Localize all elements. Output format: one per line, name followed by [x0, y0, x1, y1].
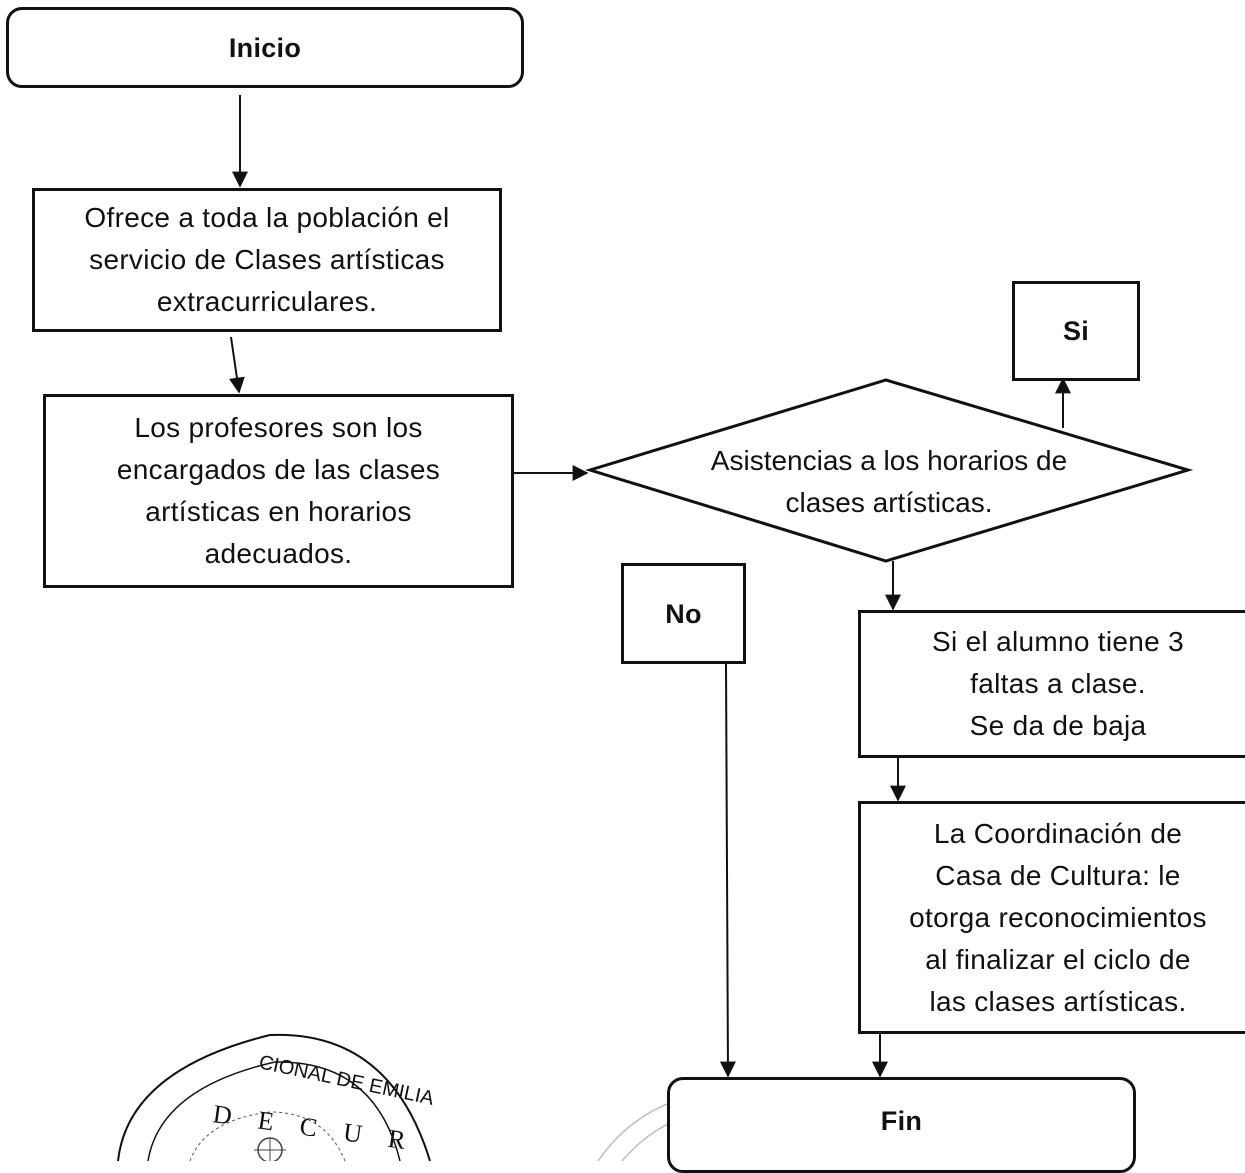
decision-diamond — [584, 378, 1194, 563]
seal-text-mid: D E C U R — [211, 1099, 417, 1156]
start-terminal: Inicio — [6, 7, 524, 88]
start-label: Inicio — [228, 32, 302, 63]
step-absences-text: Si el alumno tiene 3 faltas a clase. Se … — [932, 626, 1184, 741]
step-recognition-text: La Coordinación de Casa de Cultura: le o… — [909, 817, 1207, 1017]
no-box: No — [621, 563, 746, 664]
end-terminal: Fin — [667, 1077, 1136, 1173]
arrow-no-to-end — [719, 662, 736, 1078]
yes-box: Si — [1012, 281, 1140, 381]
step-recognition: La Coordinación de Casa de Cultura: le o… — [858, 801, 1245, 1034]
official-seal: CIONAL DE EMILIA D E C U R — [117, 1033, 437, 1161]
seal-text-top: CIONAL DE EMILIA — [257, 1051, 437, 1110]
step-offer-service-text: Ofrece a toda la población el servicio d… — [84, 202, 450, 317]
step-offer-service: Ofrece a toda la población el servicio d… — [32, 188, 502, 332]
decision-text: Asistencias a los horarios de clases art… — [710, 445, 1068, 518]
step-teachers-text: Los profesores son los encargados de las… — [116, 412, 441, 569]
step-absences: Si el alumno tiene 3 faltas a clase. Se … — [858, 610, 1245, 758]
arrow-step1-to-step2 — [229, 336, 245, 394]
no-label: No — [665, 598, 702, 629]
yes-label: Si — [1062, 316, 1090, 346]
end-label: Fin — [880, 1106, 923, 1136]
step-teachers: Los profesores son los encargados de las… — [43, 394, 514, 588]
